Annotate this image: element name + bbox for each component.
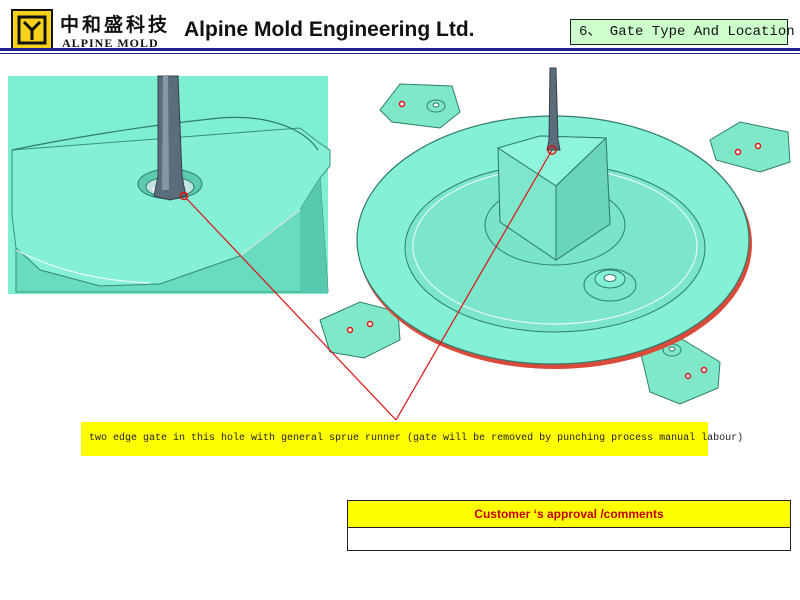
logo-english-name: ALPINE MOLD: [62, 36, 159, 50]
logo-emblem-icon: [11, 9, 53, 51]
company-name: Alpine Mold Engineering Ltd.: [184, 18, 475, 41]
section-title: 6、 Gate Type And Location: [570, 19, 795, 45]
part-view: [319, 67, 791, 405]
approval-table: Customer ‘s approval /comments: [347, 500, 791, 551]
gate-callout: two edge gate in this hole with general …: [81, 422, 743, 456]
company-logo: 中和盛科技 ALPINE MOLD: [10, 8, 170, 52]
header-rule-thin: [0, 53, 800, 54]
approval-comments-field[interactable]: [348, 528, 790, 552]
logo-chinese-name: 中和盛科技: [60, 14, 171, 36]
approval-heading: Customer ‘s approval /comments: [348, 501, 790, 528]
detail-view: [8, 75, 331, 294]
leader-lines: [185, 149, 553, 421]
header-rule: [0, 48, 800, 51]
